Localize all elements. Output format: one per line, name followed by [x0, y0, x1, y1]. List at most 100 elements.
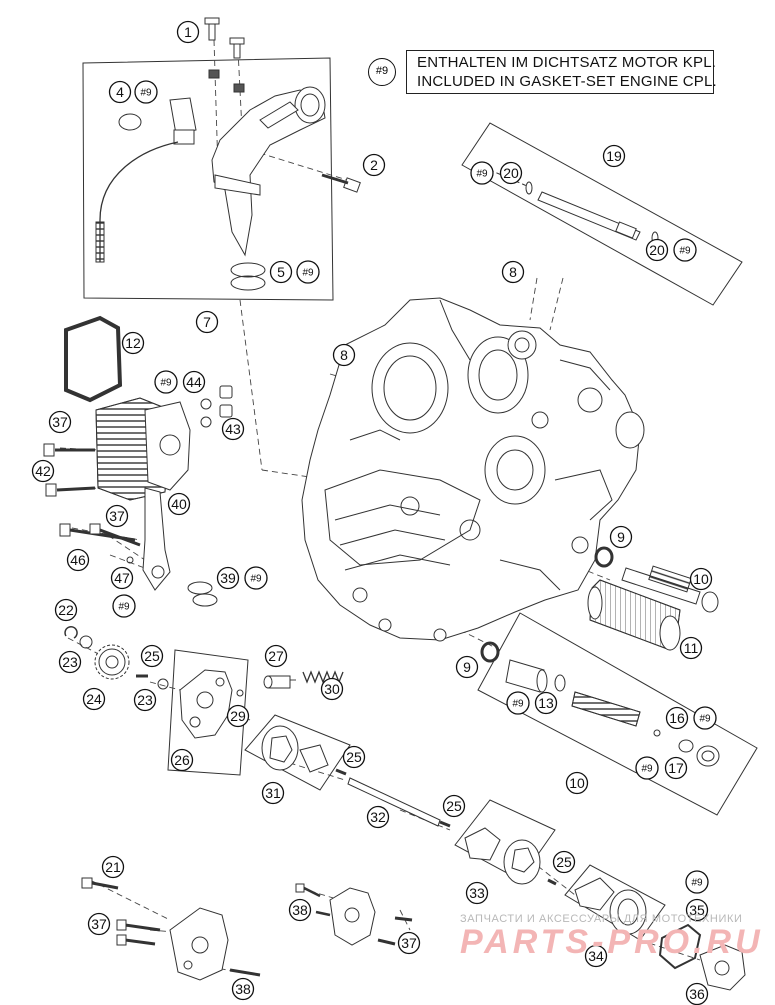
- part-callout-34: 34: [584, 944, 608, 968]
- callout-circle: [362, 153, 386, 177]
- bolt-top-2: [229, 37, 245, 59]
- circlip-22: [64, 626, 78, 639]
- callout-circle: [101, 855, 125, 879]
- callout-label: 9: [463, 659, 471, 675]
- callout-label: 24: [86, 691, 102, 707]
- callout-circle: [167, 492, 191, 516]
- part-callout-10: 10: [689, 567, 713, 591]
- callout-label: 12: [125, 335, 141, 351]
- part-callout-7: 7: [195, 310, 219, 334]
- callout-label: 8: [340, 347, 348, 363]
- callout-label: 8: [509, 264, 517, 280]
- callout-circle: [31, 459, 55, 483]
- part-callout-44: 44: [182, 370, 206, 394]
- gasket-set-callout: #9: [693, 706, 717, 730]
- callout-label: 37: [109, 508, 125, 524]
- callout-circle: [269, 260, 293, 284]
- frame-scavenge-pump-assembly: [167, 649, 249, 776]
- part-callout-9: 9: [609, 525, 633, 549]
- callout-circle: [455, 655, 479, 679]
- callout-label: 9: [617, 529, 625, 545]
- part-callout-10: 10: [565, 771, 589, 795]
- part-callout-25: 25: [552, 850, 576, 874]
- callout-circle: [465, 881, 489, 905]
- oil-pump-drive: [64, 626, 169, 690]
- o-rings-39: [187, 581, 218, 607]
- callout-circle: [506, 691, 530, 715]
- callout-circle: [442, 794, 466, 818]
- part-callout-23: 23: [58, 650, 82, 674]
- part-callout-47: 47: [110, 566, 134, 590]
- washer-47: [126, 556, 134, 564]
- bolts-oil-cooler: [43, 443, 141, 547]
- legend-line-de: ENTHALTEN IM DICHTSATZ MOTOR KPL.: [417, 54, 717, 71]
- callout-circle: [154, 370, 178, 394]
- rotor-34: [574, 877, 647, 935]
- callout-circle: [121, 331, 145, 355]
- callout-label: 20: [503, 165, 519, 181]
- callout-circle: [182, 370, 206, 394]
- washer-16: [653, 729, 661, 737]
- callout-label: 30: [324, 681, 340, 697]
- gasket-set-callout: #9: [112, 594, 136, 618]
- callout-circle: [108, 80, 132, 104]
- callout-label: 25: [144, 648, 160, 664]
- callout-circle: [673, 238, 697, 262]
- part-callout-19: 19: [602, 144, 626, 168]
- part-callout-25: 25: [140, 644, 164, 668]
- callout-circle: [665, 706, 689, 730]
- callout-label: 23: [62, 654, 78, 670]
- rotor-31: [261, 725, 329, 773]
- callout-circle: [231, 977, 255, 1001]
- legend-tag: #9: [368, 58, 396, 86]
- callout-label: #9: [476, 169, 488, 180]
- callout-label: #9: [512, 699, 524, 710]
- gasket-legend: #9 ENTHALTEN IM DICHTSATZ MOTOR KPL. INC…: [368, 50, 717, 94]
- callout-circle: [261, 781, 285, 805]
- part-callout-31: 31: [261, 781, 285, 805]
- part-callout-37: 37: [87, 912, 111, 936]
- part-callout-23: 23: [133, 688, 157, 712]
- callout-label: 21: [105, 859, 121, 875]
- frame-rotor-set-2: [454, 799, 556, 881]
- part-callout-12: 12: [121, 331, 145, 355]
- sleeves-oil-cooler: [200, 385, 233, 428]
- watermark-logo: PARTS-PRO.RU: [460, 923, 764, 961]
- callout-circle: [397, 931, 421, 955]
- lower-covers: [81, 877, 746, 991]
- part-callout-13: 13: [534, 691, 558, 715]
- part-callout-5: 5: [269, 260, 293, 284]
- callout-circle: [499, 161, 523, 185]
- part-callout-36: 36: [685, 982, 709, 1005]
- callout-label: 36: [689, 986, 705, 1002]
- callout-circle: [244, 566, 268, 590]
- rotor-33: [464, 827, 541, 885]
- callout-label: 4: [116, 84, 124, 100]
- part-callout-20: 20: [645, 238, 669, 262]
- part-callout-37: 37: [397, 931, 421, 955]
- gasket-set-callout: #9: [685, 870, 709, 894]
- callout-label: #9: [699, 714, 711, 725]
- part-callout-22: 22: [54, 598, 78, 622]
- drive-gear-24: [94, 644, 130, 680]
- callout-label: 25: [346, 749, 362, 765]
- part-callout-1: 1: [176, 20, 200, 44]
- callout-label: #9: [691, 878, 703, 889]
- part-callout-16: 16: [665, 706, 689, 730]
- callout-circle: [366, 805, 390, 829]
- callout-circle: [602, 144, 626, 168]
- frame-oil-pipe-assembly: [461, 122, 743, 306]
- callout-circle: [112, 594, 136, 618]
- oil-pipe: [537, 191, 641, 241]
- part-callout-35: 35: [685, 898, 709, 922]
- callout-circle: [342, 745, 366, 769]
- callout-label: 31: [265, 785, 281, 801]
- callout-circle: [693, 706, 717, 730]
- plug-29: [236, 689, 244, 697]
- callout-circle: [87, 912, 111, 936]
- callout-label: 40: [171, 496, 187, 512]
- part-callout-8: 8: [501, 260, 525, 284]
- callout-circle: [689, 567, 713, 591]
- part-callout-40: 40: [167, 492, 191, 516]
- callout-label: 27: [268, 648, 284, 664]
